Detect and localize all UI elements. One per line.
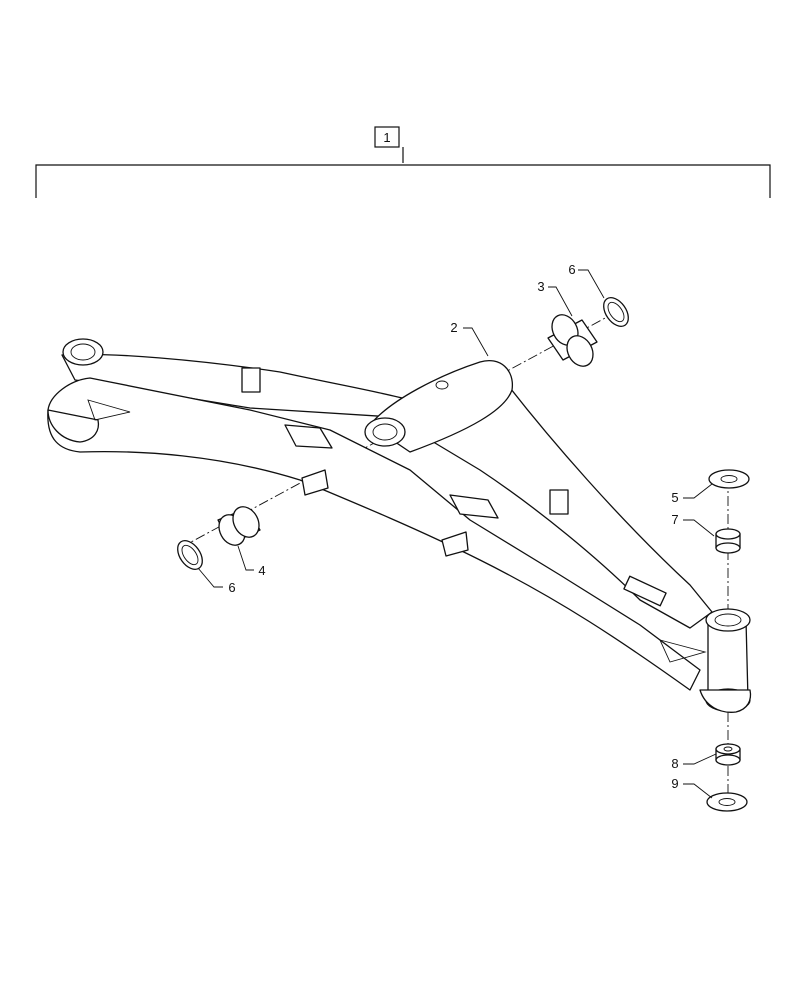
seal-ring-6-lower [177,540,203,570]
bushing-7 [715,528,741,554]
callout-9: 9 [671,776,678,791]
assembly-bracket: 1 [35,126,771,198]
callout-5: 5 [671,490,678,505]
bushing-4 [217,506,261,546]
assembly-callout-1: 1 [383,130,390,145]
callout-7: 7 [671,512,678,527]
callout-6-upper: 6 [568,262,575,277]
callout-8: 8 [671,756,678,771]
bushing-8 [715,743,741,766]
callout-labels: 2 3 6 4 6 5 7 8 9 [228,262,678,791]
leader-lines [197,269,717,799]
washer-5 [708,469,750,489]
bushing-3 [547,314,598,367]
callout-6-lower: 6 [228,580,235,595]
seal-ring-6-upper [603,297,629,327]
axle-frame [47,338,752,713]
washer-9 [706,792,748,812]
callout-4: 4 [258,563,265,578]
callout-3: 3 [537,279,544,294]
callout-2: 2 [450,320,457,335]
